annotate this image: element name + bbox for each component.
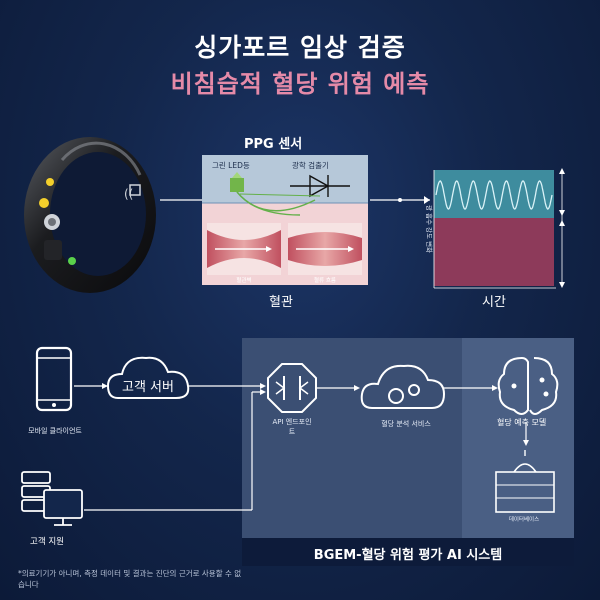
model-panel	[462, 338, 574, 538]
database-label: 데이터베이스	[508, 517, 540, 523]
ppg-sensor-box	[202, 155, 368, 285]
mobile-phone-icon	[35, 346, 73, 412]
customer-server-label: 고객 서버	[122, 380, 174, 395]
analysis-service-label: 혈당 분석 서비스	[381, 420, 431, 428]
prediction-model-label: 혈당 예측 모델	[497, 418, 547, 427]
system-title-bar	[242, 538, 574, 566]
system-architecture	[21, 338, 574, 566]
blood-flow-label: 혈류 흐름	[314, 278, 336, 284]
amplitude-axis-label: 광 흡수 강도 변화	[425, 204, 433, 254]
system-title: BGEM-혈당 위험 평가 AI 시스템	[313, 548, 503, 563]
api-gateway-icon	[267, 363, 317, 413]
green-led-icon	[230, 172, 244, 192]
database-icon	[495, 450, 555, 513]
page-title: 싱가포르 임상 검증	[194, 33, 406, 62]
blood-vessel-left	[207, 223, 281, 275]
mobile-client-label: 모바일 클라이언트	[28, 427, 82, 435]
blood-vessel-right	[288, 223, 362, 275]
vessel-caption: 혈관	[269, 295, 293, 310]
ppg-diagram: ((	[24, 137, 565, 293]
page-subtitle: 비침습적 혈당 위험 예측	[170, 70, 430, 98]
svg-text:((: ((	[124, 187, 133, 201]
api-gateway-label: API 엔드포인트	[272, 418, 312, 436]
customer-support-label: 고객 지원	[30, 537, 64, 547]
monitor-icon	[43, 489, 83, 526]
ai-brain-icon	[497, 356, 559, 415]
disclaimer-footnote: *의료기기가 아니며, 측정 데이터 및 결과는 진단의 근거로 사용할 수 없…	[18, 569, 242, 589]
vessel-wall-label: 혈관벽	[236, 278, 252, 284]
time-axis-label: 시간	[482, 295, 506, 310]
smart-ring-icon: ((	[24, 137, 156, 293]
analysis-service-icon	[360, 364, 446, 409]
ppg-sensor-heading: PPG 센서	[244, 137, 303, 152]
detector-label: 광학 검출기	[292, 161, 329, 170]
photodiode-icon	[290, 174, 350, 198]
ppg-waveform	[433, 168, 565, 289]
led-label: 그린 LED등	[212, 161, 250, 170]
